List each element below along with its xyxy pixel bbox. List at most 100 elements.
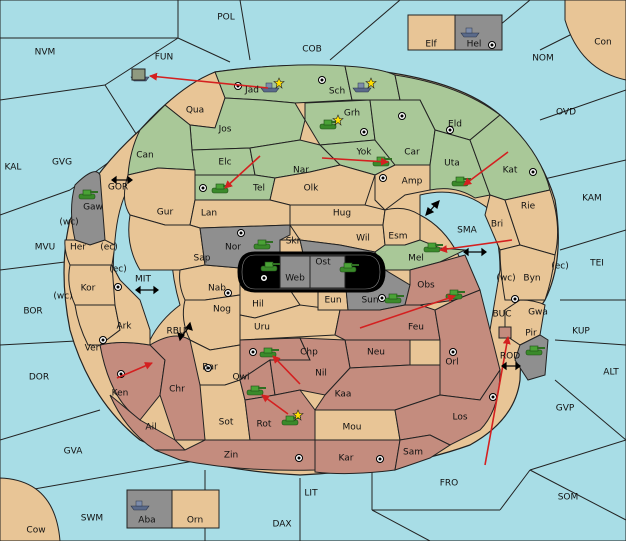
label-ver: Ver	[85, 344, 100, 354]
label-mou: Mou	[343, 423, 362, 433]
label-nom: NOM	[532, 54, 554, 64]
province-orn[interactable]	[171, 489, 220, 529]
green-power-region	[127, 64, 551, 211]
label-qua: Qua	[186, 106, 204, 116]
label-dor: DOR	[29, 373, 49, 383]
unit-fun-marker[interactable]	[131, 68, 146, 81]
province-sam[interactable]	[394, 434, 452, 471]
province-amp[interactable]	[374, 164, 431, 211]
label-grh: Grh	[344, 109, 360, 119]
label-byn: Byn	[523, 274, 540, 284]
label-cow: Cow	[26, 526, 45, 536]
label-gor: GOR	[108, 183, 128, 193]
province-gur[interactable]	[124, 167, 196, 226]
label-orn: Orn	[187, 516, 203, 526]
neutral-region	[124, 167, 559, 441]
label-nvm: NVM	[35, 48, 56, 58]
label-gaw: Gaw	[83, 203, 103, 213]
label-fro: FRO	[440, 479, 459, 489]
label-eld: Eld	[448, 120, 462, 130]
label-tel: Tel	[252, 184, 265, 194]
label-chr: Chr	[169, 385, 185, 395]
label-fun: FUN	[155, 53, 174, 63]
supply-centers	[99, 41, 537, 463]
province-her[interactable]	[64, 239, 116, 266]
label-aba: Aba	[138, 516, 155, 526]
label-jad: Jad	[244, 86, 259, 96]
label-rie: Rie	[521, 202, 536, 212]
province-gwa[interactable]	[504, 299, 546, 346]
label-lan: Lan	[201, 209, 217, 219]
province-ail[interactable]	[109, 394, 187, 451]
label-alt: ALT	[603, 368, 619, 378]
label-skr: Skr	[286, 237, 301, 247]
label-nar: Nar	[293, 166, 309, 176]
label-uta: Uta	[444, 159, 460, 169]
label-nor: Nor	[225, 243, 241, 253]
label-kor: Kor	[81, 284, 96, 294]
label-bar: Bar	[202, 363, 218, 373]
label-her: Her	[70, 243, 86, 253]
province-nog[interactable]	[182, 294, 241, 351]
label-sma: SMA	[457, 226, 477, 236]
province-byn[interactable]	[499, 244, 556, 301]
label-mit: MIT	[135, 275, 151, 285]
star-markers	[273, 77, 377, 421]
label-wc2: (wc)	[53, 292, 72, 302]
label-bor: BOR	[23, 307, 42, 317]
label-swm: SWM	[81, 514, 103, 524]
label-kat: Kat	[503, 166, 518, 176]
label-kaa: Kaa	[335, 390, 352, 400]
west-coast-region	[64, 239, 151, 346]
label-rod: ROD	[500, 352, 520, 362]
province-pir[interactable]	[514, 334, 549, 381]
label-orl: Orl	[445, 358, 458, 368]
label-qwi: Qwi	[233, 373, 250, 383]
label-nab: Nab	[208, 284, 226, 294]
label-feu: Feu	[408, 323, 424, 333]
canal-arrows	[111, 175, 521, 371]
label-wil: Wil	[356, 234, 370, 244]
province-jad[interactable]	[214, 64, 353, 104]
province-web-inner[interactable]	[279, 255, 346, 289]
province-feu[interactable]	[334, 304, 441, 341]
province-sap[interactable]	[128, 214, 206, 271]
label-ail: Ail	[145, 423, 156, 433]
label-som: SOM	[558, 493, 579, 503]
label-gva: GVA	[64, 447, 84, 457]
label-hug: Hug	[333, 209, 351, 219]
label-rot: Rot	[257, 420, 272, 430]
label-sot: Sot	[219, 418, 234, 428]
label-zin: Zin	[224, 451, 238, 461]
label-wc1: (wc)	[59, 218, 78, 228]
label-kam: KAM	[582, 194, 602, 204]
label-ark: Ark	[116, 322, 132, 332]
province-kar[interactable]	[314, 439, 401, 475]
black-lake-edge	[241, 254, 381, 290]
label-yok: Yok	[355, 148, 372, 158]
label-los: Los	[452, 413, 467, 423]
unit-rod-marker[interactable]	[498, 326, 512, 339]
label-ovd: OVD	[556, 108, 576, 118]
province-chr[interactable]	[149, 335, 206, 441]
label-sap: Sap	[194, 254, 211, 264]
label-gur: Gur	[157, 208, 174, 218]
label-gvp: GVP	[556, 404, 575, 414]
label-chp: Chp	[300, 348, 318, 358]
order-arrows	[116, 72, 513, 466]
label-elc: Elc	[218, 158, 231, 168]
label-can: Can	[136, 151, 154, 161]
label-sun: Sun	[361, 296, 378, 306]
label-ec1: (ec)	[100, 243, 118, 253]
label-nog: Nog	[213, 305, 231, 315]
label-tei: TEI	[589, 259, 604, 269]
province-kaa[interactable]	[314, 364, 441, 411]
province-zin[interactable]	[154, 439, 316, 471]
province-elf[interactable]	[407, 14, 456, 51]
label-uru: Uru	[254, 323, 270, 333]
label-pir: Pir	[525, 329, 537, 339]
label-neu: Neu	[367, 348, 385, 358]
label-lit: LIT	[304, 489, 318, 499]
